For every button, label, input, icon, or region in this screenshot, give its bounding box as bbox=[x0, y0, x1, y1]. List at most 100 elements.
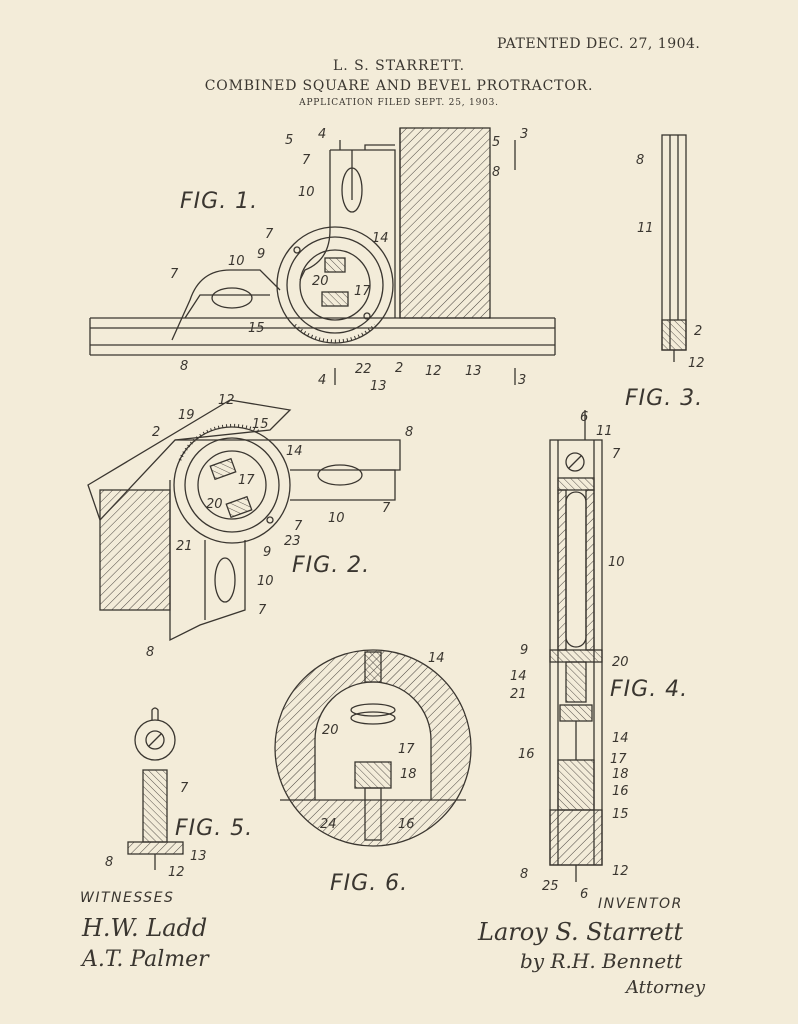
ref-label: 8 bbox=[105, 855, 113, 870]
ref-label: 8 bbox=[180, 359, 188, 374]
ref-label: 7 bbox=[170, 267, 179, 282]
figure-6-labels: 14 20 17 18 24 16 bbox=[320, 651, 445, 832]
ref-label: 22 bbox=[355, 362, 372, 377]
ref-label: 24 bbox=[320, 817, 337, 832]
figure-3-title: FIG. 3. bbox=[625, 386, 703, 411]
ref-label: 10 bbox=[228, 254, 245, 269]
ref-label: 8 bbox=[636, 153, 644, 168]
ref-label: 10 bbox=[298, 185, 315, 200]
ref-label: 19 bbox=[178, 408, 195, 423]
ref-label: 10 bbox=[608, 555, 625, 570]
ref-label: 8 bbox=[405, 425, 413, 440]
ref-label: 20 bbox=[322, 723, 339, 738]
ref-label: 12 bbox=[218, 393, 235, 408]
ref-label: 4 bbox=[318, 127, 326, 142]
ref-label: 11 bbox=[596, 424, 613, 439]
ref-label: 14 bbox=[286, 444, 303, 459]
figure-5-title: FIG. 5. bbox=[175, 816, 253, 841]
ref-label: 12 bbox=[168, 865, 185, 880]
figure-1-title: FIG. 1. bbox=[180, 189, 258, 214]
ref-label: 25 bbox=[542, 879, 559, 894]
ref-label: 7 bbox=[302, 153, 311, 168]
ref-label: 18 bbox=[612, 767, 629, 782]
ref-label: 11 bbox=[637, 221, 654, 236]
figure-4-labels: 6 11 7 10 9 20 14 21 14 16 17 18 16 15 8… bbox=[510, 410, 629, 902]
ref-label: 14 bbox=[428, 651, 445, 666]
ref-label: 5 bbox=[492, 135, 500, 150]
ref-label: 13 bbox=[465, 364, 482, 379]
ref-label: 7 bbox=[382, 501, 391, 516]
ref-label: 20 bbox=[312, 274, 329, 289]
figure-2-title: FIG. 2. bbox=[292, 553, 370, 578]
witnesses-heading: WITNESSES bbox=[80, 890, 174, 906]
figure-2-drawing bbox=[87, 399, 401, 642]
figure-6-drawing bbox=[274, 649, 472, 847]
figure-3-drawing bbox=[661, 134, 687, 362]
figure-5-drawing bbox=[127, 707, 184, 870]
figure-1-labels: 5 4 3 5 7 8 10 7 14 9 10 7 20 17 15 8 22… bbox=[170, 127, 528, 394]
ref-label: 15 bbox=[612, 807, 629, 822]
ref-label: 20 bbox=[206, 497, 223, 512]
witness-signature-2: A.T. Palmer bbox=[80, 947, 210, 972]
ref-label: 5 bbox=[285, 133, 293, 148]
figure-4-drawing bbox=[549, 410, 603, 882]
inventor-heading: INVENTOR bbox=[598, 896, 683, 912]
ref-label: 3 bbox=[520, 127, 528, 142]
figure-2-labels: 12 19 15 8 2 14 17 20 10 7 7 23 9 21 10 … bbox=[146, 393, 413, 660]
ref-label: 13 bbox=[370, 379, 387, 394]
inventor-signature: Laroy S. Starrett bbox=[477, 918, 683, 946]
ref-label: 6 bbox=[580, 410, 588, 425]
ref-label: 9 bbox=[520, 643, 528, 658]
ref-label: 10 bbox=[328, 511, 345, 526]
ref-label: 7 bbox=[612, 447, 621, 462]
ref-label: 6 bbox=[580, 887, 588, 902]
ref-label: 7 bbox=[180, 781, 189, 796]
patent-date: PATENTED DEC. 27, 1904. bbox=[497, 36, 701, 52]
patent-title: COMBINED SQUARE AND BEVEL PROTRACTOR. bbox=[204, 78, 594, 94]
attorney-signature: by R.H. Bennett bbox=[520, 949, 683, 973]
ref-label: 2 bbox=[152, 425, 160, 440]
ref-label: 21 bbox=[176, 539, 193, 554]
figure-1-drawing bbox=[89, 127, 556, 385]
ref-label: 12 bbox=[688, 356, 705, 371]
ref-label: 8 bbox=[146, 645, 154, 660]
ref-label: 18 bbox=[400, 767, 417, 782]
ref-label: 10 bbox=[257, 574, 274, 589]
ref-label: 13 bbox=[190, 849, 207, 864]
ref-label: 16 bbox=[518, 747, 535, 762]
ref-label: 8 bbox=[520, 867, 528, 882]
ref-label: 17 bbox=[238, 473, 255, 488]
ref-label: 15 bbox=[252, 417, 269, 432]
ref-label: 7 bbox=[294, 519, 303, 534]
ref-label: 14 bbox=[612, 731, 629, 746]
ref-label: 12 bbox=[425, 364, 442, 379]
ref-label: 2 bbox=[694, 324, 702, 339]
ref-label: 16 bbox=[398, 817, 415, 832]
figure-4-title: FIG. 4. bbox=[610, 677, 688, 702]
attorney-label: Attorney bbox=[624, 977, 706, 998]
inventor-name-header: L. S. STARRETT. bbox=[332, 58, 466, 74]
ref-label: 17 bbox=[398, 742, 415, 757]
ref-label: 17 bbox=[354, 284, 371, 299]
ref-label: 21 bbox=[510, 687, 527, 702]
ref-label: 16 bbox=[612, 784, 629, 799]
ref-label: 3 bbox=[518, 373, 526, 388]
figure-3-labels: 8 11 2 12 bbox=[636, 153, 705, 371]
ref-label: 7 bbox=[258, 603, 267, 618]
ref-label: 23 bbox=[284, 534, 301, 549]
witness-signature-1: H.W. Ladd bbox=[81, 914, 207, 942]
ref-label: 14 bbox=[510, 669, 527, 684]
ref-label: 17 bbox=[610, 752, 627, 767]
figure-5-labels: 7 13 8 12 bbox=[105, 781, 207, 880]
ref-label: 9 bbox=[263, 545, 271, 560]
ref-label: 15 bbox=[248, 321, 265, 336]
ref-label: 14 bbox=[372, 231, 389, 246]
ref-label: 2 bbox=[395, 361, 403, 376]
ref-label: 7 bbox=[265, 227, 274, 242]
ref-label: 9 bbox=[257, 247, 265, 262]
figure-6-title: FIG. 6. bbox=[330, 871, 408, 896]
ref-label: 8 bbox=[492, 165, 500, 180]
ref-label: 12 bbox=[612, 864, 629, 879]
ref-label: 4 bbox=[318, 373, 326, 388]
